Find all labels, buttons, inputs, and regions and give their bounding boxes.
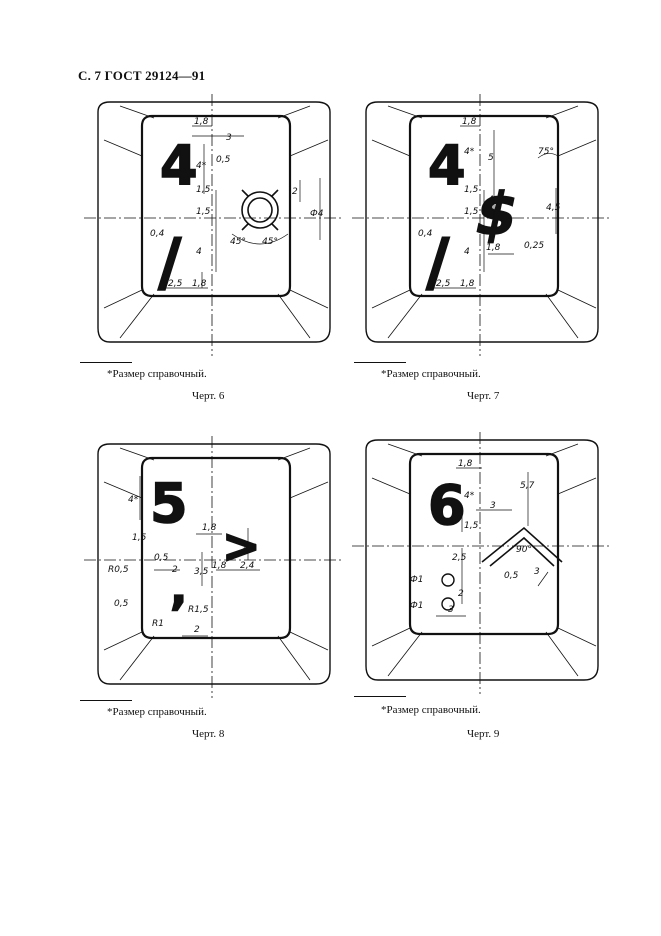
figure-7-dim-12: 0,25: [524, 241, 544, 251]
figure-7-dim-9: 0,4: [418, 229, 433, 239]
figure-9-dim-5: 3: [490, 501, 496, 511]
figure-9-dim-13: 3: [448, 605, 454, 615]
figure-9-dim-7: 90°: [516, 545, 532, 555]
figure-9-dim-12: Ф1: [410, 601, 423, 611]
figure-6-dim-2: 3: [226, 133, 232, 143]
page-header: С. 7 ГОСТ 29124—91: [78, 68, 206, 83]
figure-9-dim-8: Ф1: [410, 575, 423, 585]
figure-8-dim-8: 3,5: [194, 567, 209, 577]
figure-7-dim-1: 1,8: [462, 117, 477, 127]
figure-8-footnote-rule: [80, 700, 132, 701]
figure-9-dim-6: 2,5: [452, 553, 467, 563]
figure-8-dim-3: 1,8: [202, 523, 217, 533]
figure-9-footnote: *Размер справочный.: [381, 704, 481, 716]
figure-8-dim-13: R1: [152, 619, 164, 629]
figure-9-drawing: 6 1,8 4* 5,7 1,5 3 2,5 90° Ф1 2 0,5 3 Ф1…: [352, 432, 612, 694]
figure-9-dim-3: 5,7: [520, 481, 535, 491]
figure-6-main-glyph: 4: [160, 134, 198, 197]
figure-6-dim-9: 0,4: [150, 229, 165, 239]
figure-7-dim-4: 75°: [538, 147, 554, 157]
figure-9-caret-glyph: [481, 526, 563, 567]
figure-8-dim-12: R1,5: [188, 605, 209, 615]
figure-6-currency-glyph: [241, 189, 279, 231]
figure-7-dim-8: 4,5: [546, 203, 561, 213]
figure-7-dim-3: 5: [488, 153, 494, 163]
figure-8-dim-5: 0,5: [154, 553, 169, 563]
figure-7-dim-2: 4*: [464, 147, 475, 157]
figure-9-main-glyph: 6: [428, 474, 466, 537]
figure-7-dim-14: 1,8: [460, 279, 475, 289]
figure-8-dim-9: 1,8: [212, 561, 227, 571]
figure-8-main-glyph: 5: [150, 472, 188, 535]
figure-7-dim-11: 1,8: [486, 243, 501, 253]
figure-6-footnote-rule: [80, 362, 132, 363]
figure-9-dim-4: 1,5: [464, 521, 479, 531]
figure-7-caption: Черт. 7: [467, 390, 500, 402]
figure-6-dim-7: 1,5: [196, 207, 211, 217]
figure-7-dim-6: 1,5: [464, 185, 479, 195]
figure-6-dim-8: Ф4: [310, 209, 324, 219]
figure-7-drawing: 4 / $ 1,8 4* 5 75° 4 1,5 1,5 4,5 0,4 4 1…: [352, 94, 612, 356]
figure-6-dim-5: 2: [292, 187, 298, 197]
figure-6-drawing: 4 / 1,8 3 4* 0,5 2 1,5 1,5 Ф4 0,4 4 45° …: [84, 94, 344, 356]
figure-9-dim-2: 4*: [464, 491, 475, 501]
figure-7-footnote-rule: [354, 362, 406, 363]
figure-8-comma-glyph: ,: [170, 561, 187, 615]
figure-8-dim-2: 1,5: [132, 533, 147, 543]
figure-6-dim-6: 1,5: [196, 185, 211, 195]
figure-8-dim-14: 2: [194, 625, 200, 635]
figure-8-dim-7: 2: [172, 565, 178, 575]
figure-8-dim-11: 0,5: [114, 599, 129, 609]
figure-9-dim-10: 0,5: [504, 571, 519, 581]
figure-6-dim-14: 1,8: [192, 279, 207, 289]
figure-9-dim-11: 3: [534, 567, 540, 577]
figure-9-footnote-rule: [354, 696, 406, 697]
figure-7-dim-10: 4: [464, 247, 470, 257]
figure-9-caption: Черт. 9: [467, 728, 500, 740]
figure-9-dots-glyph: [441, 573, 455, 611]
figure-9-dim-1: 1,8: [458, 459, 473, 469]
figure-8-footnote: *Размер справочный.: [107, 706, 207, 718]
figure-6-caption: Черт. 6: [192, 390, 225, 402]
figure-6-dim-4: 0,5: [216, 155, 231, 165]
figure-8-dim-1: 4*: [128, 495, 139, 505]
figure-8-greater-glyph: >: [222, 519, 261, 573]
figure-8-dim-6: R0,5: [108, 565, 129, 575]
figure-7-dim-7: 1,5: [464, 207, 479, 217]
figure-6-dim-12: 45°: [262, 237, 278, 247]
figure-8-dim-10: 2,4: [240, 561, 255, 571]
figure-6-dim-3: 4*: [196, 161, 207, 171]
figure-7-main-glyph: 4: [428, 134, 466, 197]
figure-6-dim-10: 4: [196, 247, 202, 257]
figure-6-dim-11: 45°: [230, 237, 246, 247]
figure-7-dim-13: 2,5: [436, 279, 451, 289]
figure-6-dim-13: 2,5: [168, 279, 183, 289]
figure-8-caption: Черт. 8: [192, 728, 225, 740]
figure-8-drawing: 5 > , 4* 1,5 1,8 2,4 0,5 R0,5 2 3,5 1,8 …: [84, 436, 344, 698]
figure-6-dim-1: 1,8: [194, 117, 209, 127]
figure-8-dim-4: 2,4: [242, 543, 257, 553]
figure-7-dim-5: 4: [488, 195, 494, 205]
figure-9-dim-9: 2: [458, 589, 464, 599]
figure-6-footnote: *Размер справочный.: [107, 368, 207, 380]
figure-7-footnote: *Размер справочный.: [381, 368, 481, 380]
